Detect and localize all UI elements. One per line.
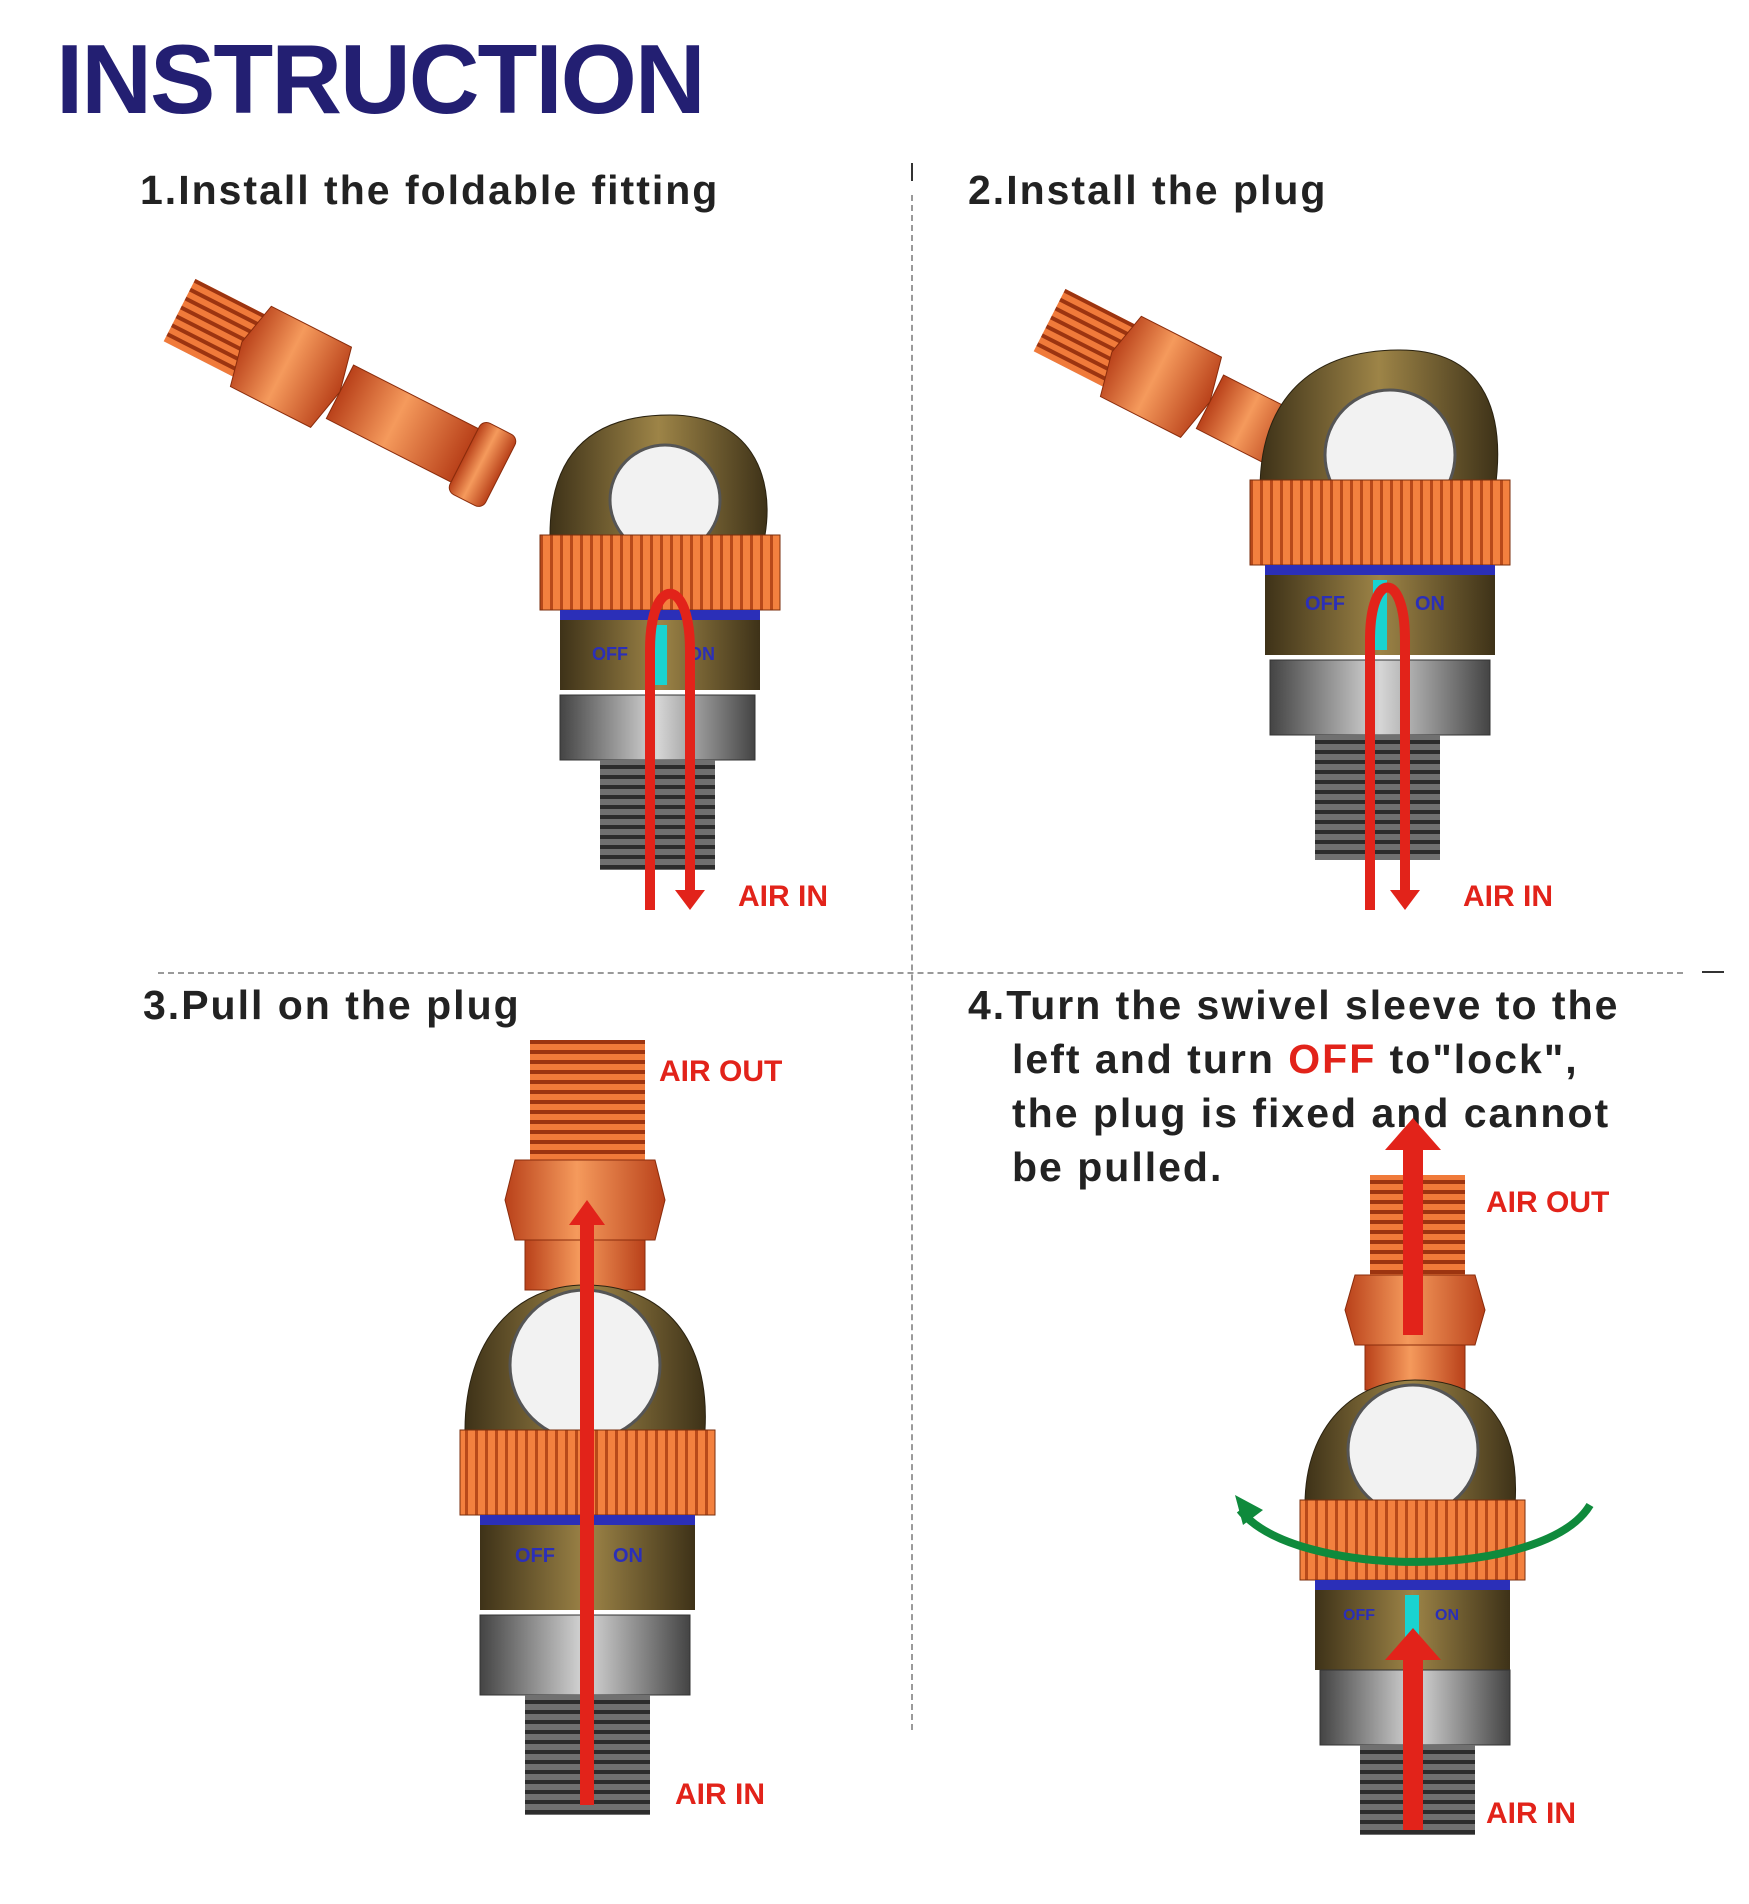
step-1-illustration: OFF ON [163,278,781,910]
arrow-head [1390,890,1420,910]
blue-ring [1265,565,1495,575]
off-keyword: OFF [1288,1036,1377,1082]
plug-hex [504,1159,666,1241]
step-3-heading: 3.Pull on the plug [143,982,521,1028]
step-2-illustration: OFF ON [1033,288,1511,910]
page-title: INSTRUCTION [56,24,706,134]
rotate-left-arrow [1236,1502,1594,1566]
inlet-thread [1315,735,1440,860]
step-1-heading: 1.Install the foldable fitting [140,167,720,213]
step-4-air-out-label: AIR OUT [1486,1186,1610,1219]
air-out-arrow-head [1385,1118,1441,1150]
step-4-illustration: OFF ON [1235,1118,1594,1835]
arrow-head [675,890,705,910]
step-4-line-1: 4.Turn the swivel sleeve to the [968,982,1620,1028]
step-4-line-4: be pulled. [1012,1144,1224,1190]
plug-hex [229,305,353,428]
on-mark: ON [613,1545,643,1567]
step-2-air-in-label: AIR IN [1463,880,1553,913]
vertical-divider [911,195,913,1730]
coupler-body: OFF ON [539,414,781,870]
swivel-sleeve [1249,479,1511,566]
indicator-window [653,625,667,685]
off-mark: OFF [592,644,628,664]
step-3-air-in-label: AIR IN [675,1778,765,1811]
step-4-line-3: the plug is fixed and cannot [1012,1090,1611,1136]
step-4-line-2: left and turn OFF to"lock", [1012,1036,1579,1082]
plug-hex [1099,315,1223,438]
coupler-body: OFF ON [1249,349,1511,860]
plug-stem [325,364,479,483]
step-3-illustration: OFF ON [459,1040,716,1815]
air-flow-arrow [1365,582,1410,910]
off-mark: OFF [515,1545,555,1567]
air-in-arrow-head [1385,1628,1441,1660]
horizontal-divider [158,972,1683,974]
plug-thread [530,1040,645,1165]
hex-nut [1269,659,1491,736]
arrow-head [569,1200,605,1225]
step-3-air-out-label: AIR OUT [659,1055,783,1088]
off-mark: OFF [1343,1607,1375,1624]
step-2-heading: 2.Install the plug [968,167,1328,213]
plug-tip [448,421,517,507]
blue-ring [1315,1580,1510,1590]
hex-nut [559,694,756,761]
plug-fitting [163,278,517,507]
vertical-divider-cap [911,163,913,181]
step-4-heading: 4.Turn the swivel sleeve to the left and… [968,978,1708,1194]
off-mark: OFF [1305,593,1345,615]
on-mark: ON [1435,1607,1459,1624]
step-1-air-in-label: AIR IN [738,880,828,913]
swivel-sleeve [1299,1499,1526,1581]
inlet-thread [600,760,715,870]
rotate-arrow-head [1235,1495,1263,1525]
blue-ring [560,610,760,620]
step-4-air-in-label: AIR IN [1486,1797,1576,1830]
bolt-head [1346,1383,1480,1517]
on-mark: ON [1415,593,1445,615]
horizontal-divider-cap [1702,971,1724,973]
air-flow-arrow [645,588,695,910]
